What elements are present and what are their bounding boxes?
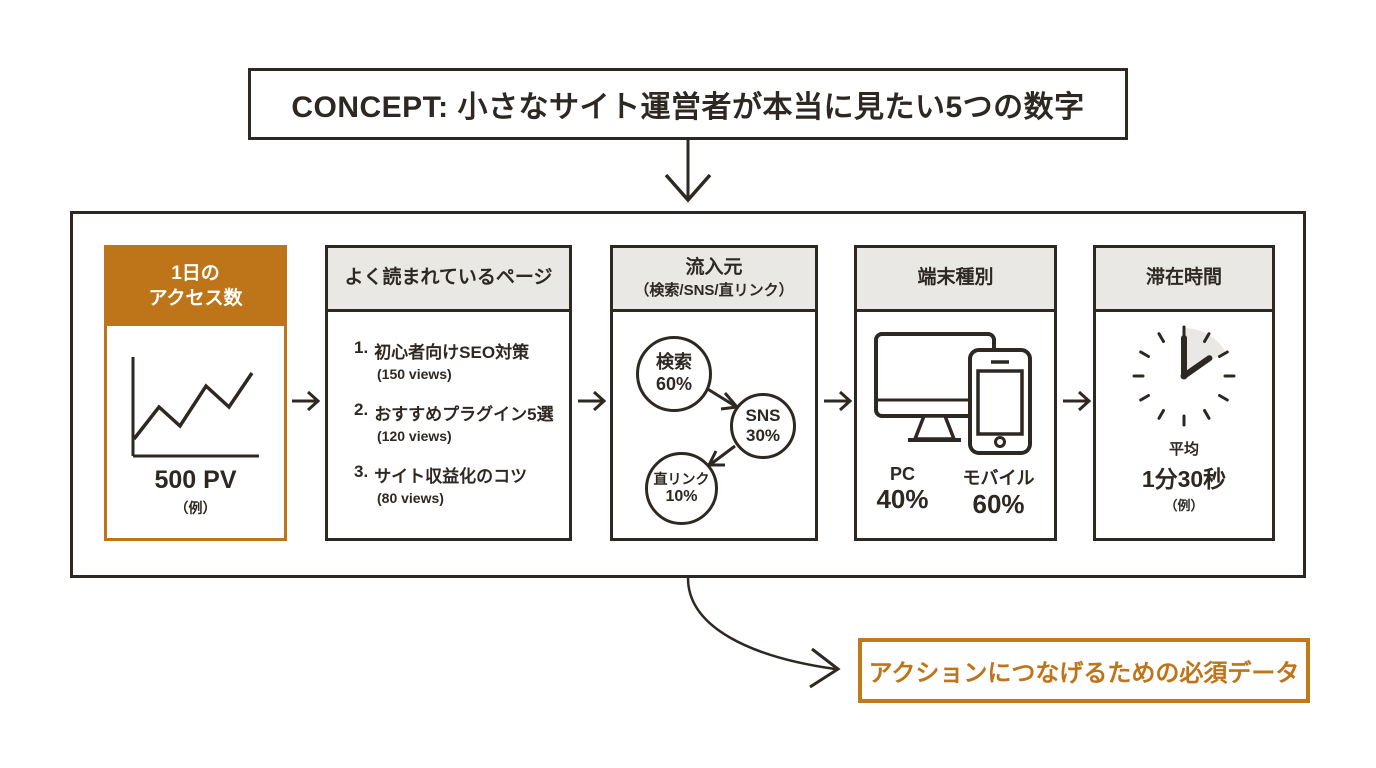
device-stat-mobile: モバイル 60% <box>963 464 1035 519</box>
device-pct: 60% <box>972 489 1025 519</box>
arrow-right-icon <box>1063 390 1092 412</box>
dwell-note: （例） <box>1164 498 1204 513</box>
device-icons <box>873 332 1032 455</box>
page-rank: 2. <box>354 400 369 419</box>
card-device-types: 端末種別 PC 40% モバイル 60% <box>854 245 1057 541</box>
footer-highlight-box: アクションにつなげるための必須データ <box>858 638 1310 703</box>
list-item: 3. サイト収益化のコツ (80 views) <box>354 462 559 506</box>
page-views: (80 views) <box>377 490 444 506</box>
arrow-right-icon <box>824 390 853 412</box>
traffic-source-pct: 60% <box>655 374 693 394</box>
traffic-circle-sns: SNS 30% <box>730 393 796 459</box>
popular-pages-header-text: よく読まれているページ <box>344 267 553 289</box>
card-traffic-sources: 流入元 （検索/SNS/直リンク） 検索 60% SNS 30% 直リンク 10… <box>610 245 818 541</box>
dwell-avg-label: 平均 <box>1168 441 1199 458</box>
daily-access-header-line1: 1日の <box>171 263 220 285</box>
page-title: サイト収益化のコツ <box>374 467 528 486</box>
card-popular-pages-header: よく読まれているページ <box>328 248 569 312</box>
traffic-circle-search: 検索 60% <box>636 336 712 412</box>
traffic-header-line1: 流入元 <box>685 257 743 279</box>
device-types-header-text: 端末種別 <box>917 267 994 289</box>
card-popular-pages: よく読まれているページ 1. 初心者向けSEO対策 (150 views) 2.… <box>325 245 572 541</box>
arrow-right-icon <box>578 390 607 412</box>
traffic-source-label: SNS <box>745 405 781 425</box>
list-item: 2. おすすめプラグイン5選 (120 views) <box>354 400 559 444</box>
page-title: 初心者向けSEO対策 <box>374 343 530 362</box>
traffic-source-pct: 10% <box>665 488 698 506</box>
card-daily-access-header: 1日の アクセス数 <box>107 248 284 326</box>
traffic-header-line2: （検索/SNS/直リンク） <box>634 282 794 300</box>
page-views: (150 views) <box>377 366 452 382</box>
page-rank: 3. <box>354 462 369 481</box>
device-label: PC <box>889 464 915 484</box>
traffic-source-label: 検索 <box>656 352 692 373</box>
device-pct: 40% <box>876 484 929 514</box>
dwell-time-header-text: 滞在時間 <box>1145 267 1222 289</box>
clock-icon <box>1132 325 1236 427</box>
list-item: 1. 初心者向けSEO対策 (150 views) <box>354 338 559 382</box>
card-dwell-time-header: 滞在時間 <box>1096 248 1272 312</box>
traffic-source-label: 直リンク <box>653 470 710 487</box>
page-title: おすすめプラグイン5選 <box>374 405 554 424</box>
device-label: モバイル <box>962 468 1035 488</box>
footer-label: アクションにつなげるための必須データ <box>868 660 1300 687</box>
daily-access-value: 500 PV <box>154 465 237 494</box>
card-device-types-header: 端末種別 <box>857 248 1054 312</box>
device-stat-pc: PC 40% <box>876 464 928 519</box>
traffic-circle-direct: 直リンク 10% <box>645 452 718 525</box>
concept-title-box: CONCEPT: 小さなサイト運営者が本当に見たい5つの数字 <box>248 68 1128 140</box>
card-dwell-time: 滞在時間 平均 <box>1093 245 1275 541</box>
page-views: (120 views) <box>377 428 452 444</box>
arrow-down-icon <box>664 140 712 203</box>
curved-arrow-icon <box>686 577 841 689</box>
concept-title-text: CONCEPT: 小さなサイト運営者が本当に見たい5つの数字 <box>291 91 1085 124</box>
page-rank: 1. <box>354 338 369 357</box>
daily-access-header-line2: アクセス数 <box>148 288 243 309</box>
arrow-right-icon <box>292 390 321 412</box>
smartphone-icon <box>967 348 1032 455</box>
traffic-source-pct: 30% <box>745 426 781 445</box>
card-traffic-sources-header: 流入元 （検索/SNS/直リンク） <box>613 248 815 312</box>
daily-access-note: （例） <box>174 499 217 516</box>
dwell-value: 1分30秒 <box>1141 466 1227 492</box>
line-chart-icon <box>131 356 259 457</box>
card-daily-access: 1日の アクセス数 500 PV （例） <box>104 245 287 541</box>
